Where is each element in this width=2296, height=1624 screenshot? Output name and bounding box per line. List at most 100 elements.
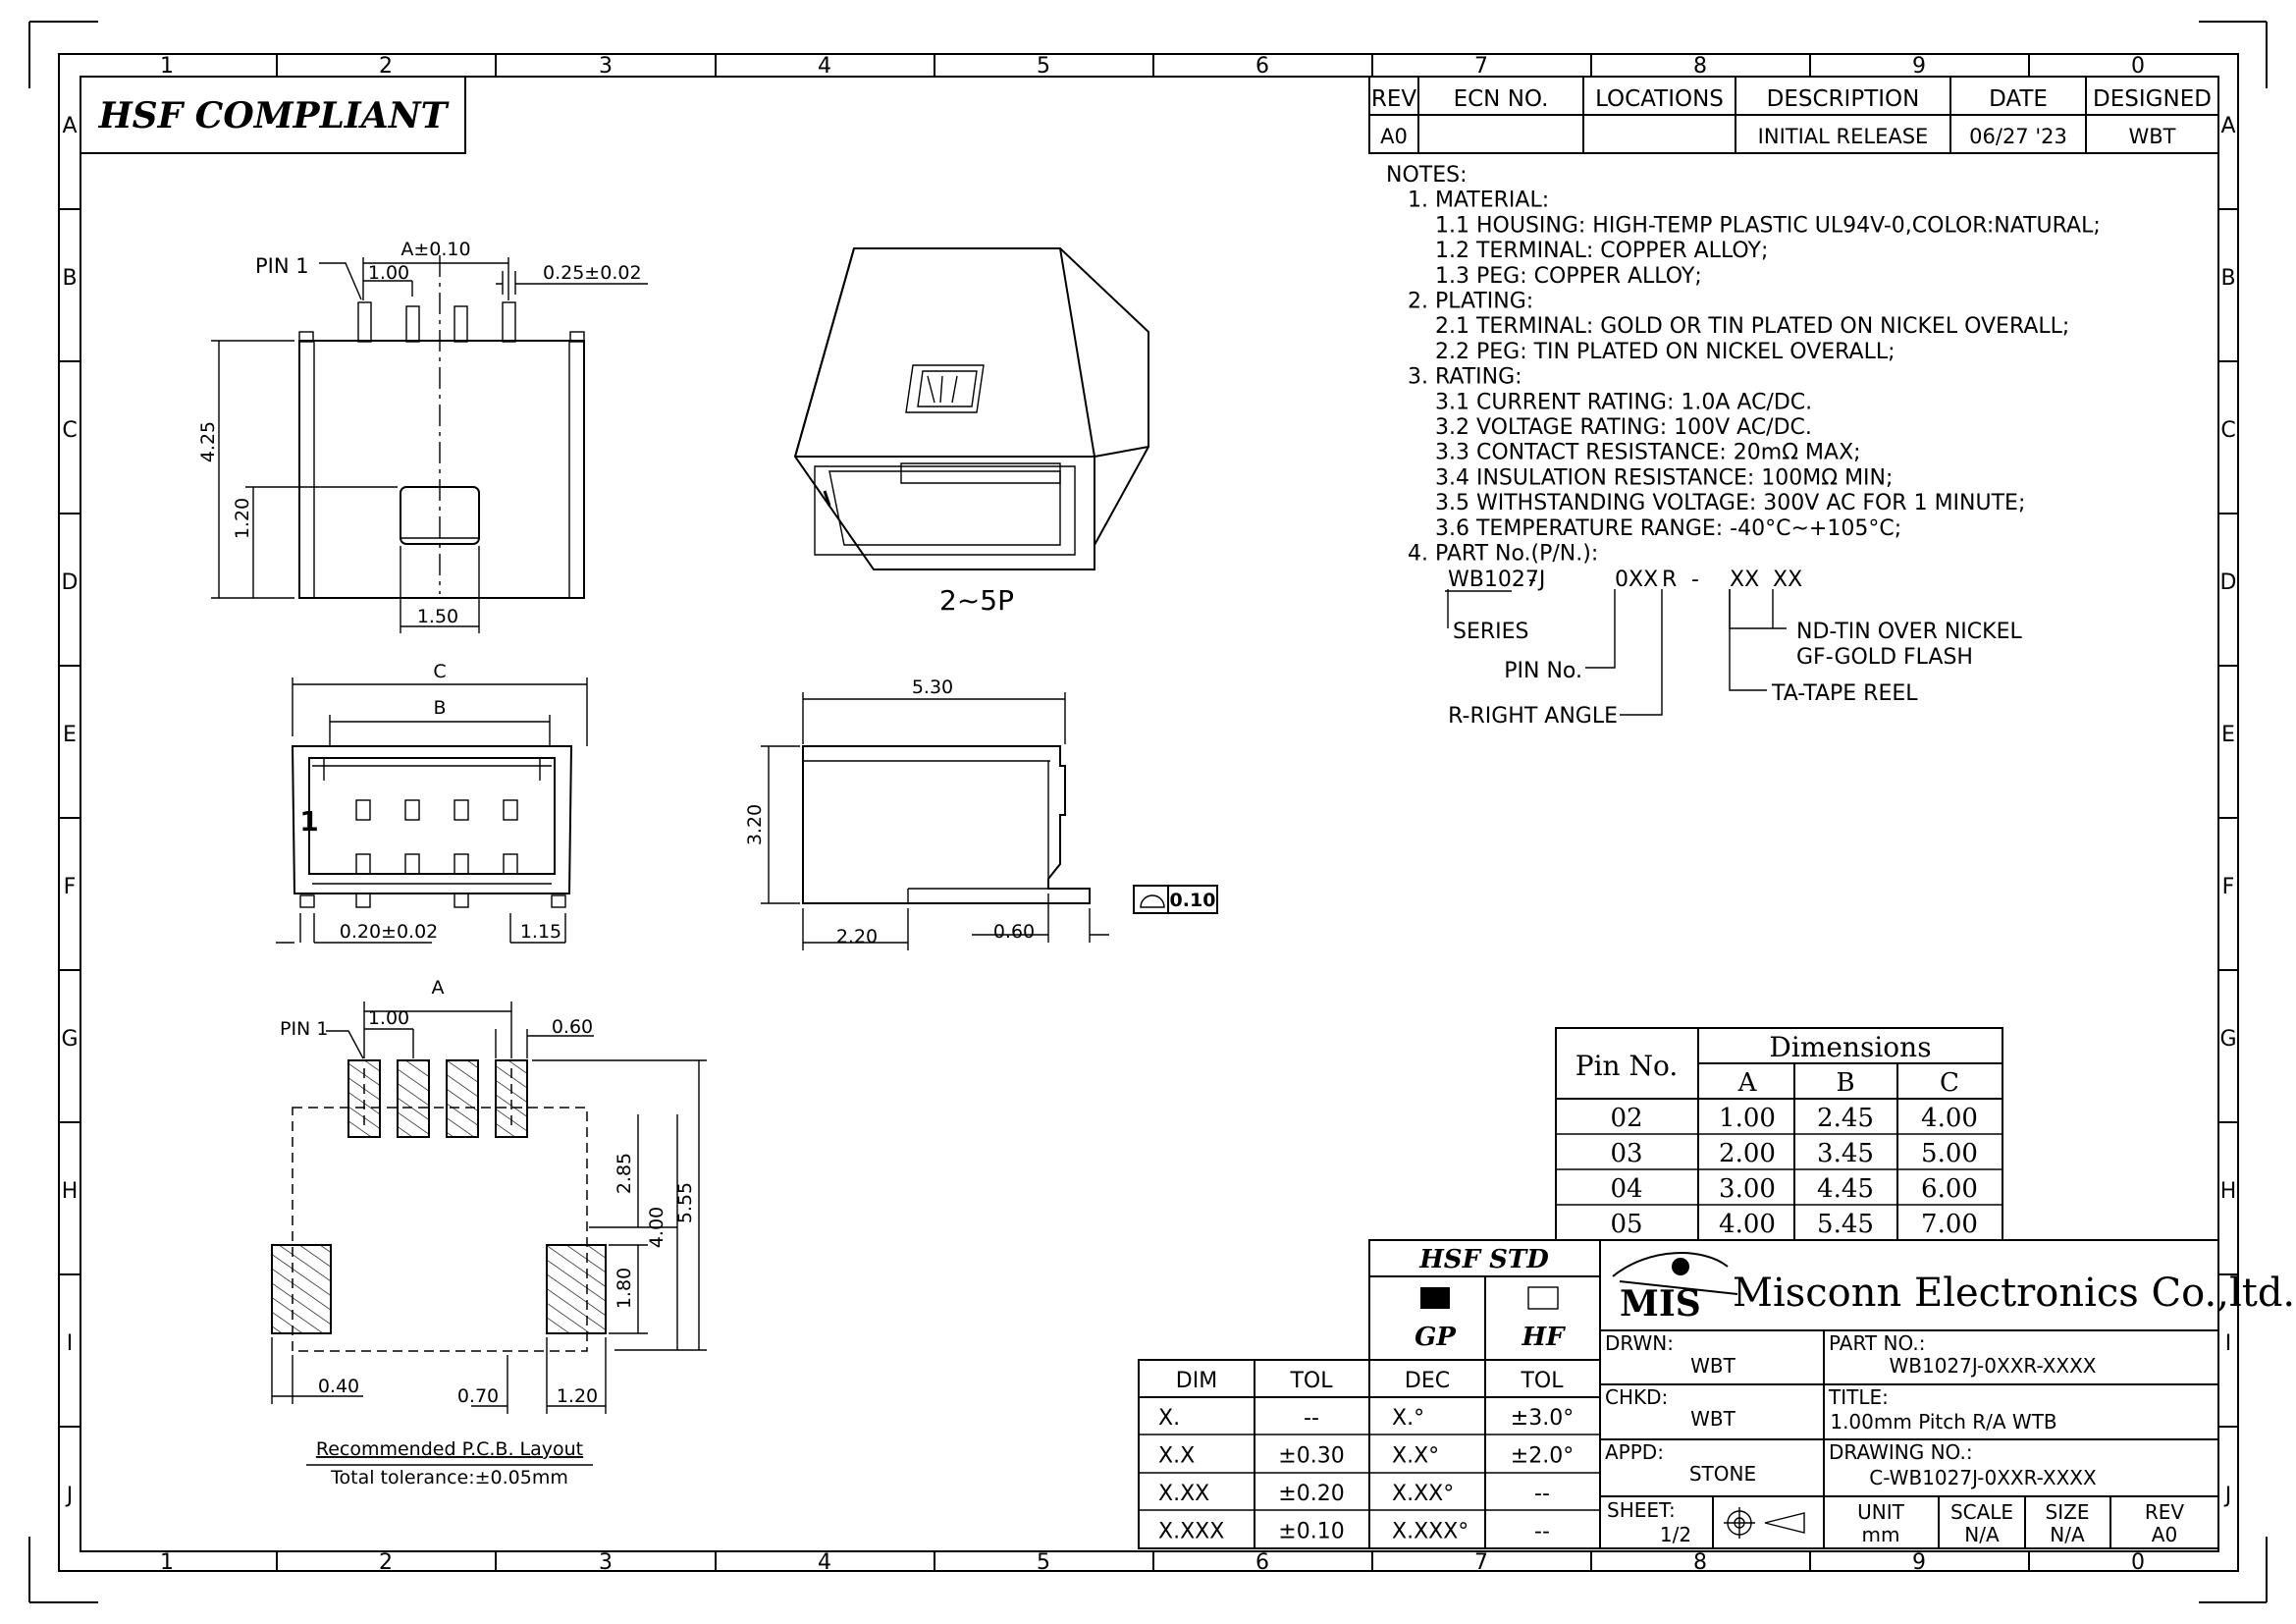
sheet-value: 1/2	[1660, 1523, 1691, 1546]
flatness-value: 0.10	[1170, 890, 1216, 911]
dim-value: 4.00	[1719, 1210, 1776, 1239]
projection-symbol-icon	[1724, 1507, 1805, 1539]
dim-col-header: B	[1836, 1068, 1854, 1098]
rev-label: REV	[2145, 1500, 2185, 1524]
note-line: 3. RATING:	[1408, 365, 1522, 390]
dim-1-20-label: 1.20	[557, 1385, 598, 1407]
dim-value: 2.00	[1719, 1139, 1776, 1168]
part-code-segment: -	[1691, 568, 1699, 592]
company-name: Misconn Electronics Co.,ltd.	[1733, 1271, 2295, 1316]
dim-value: 6.00	[1921, 1174, 1978, 1204]
col-label-top: 3	[599, 54, 613, 79]
row-label-left: C	[62, 418, 77, 443]
appd-label: APPD:	[1605, 1440, 1664, 1464]
pcb-caption: Recommended P.C.B. Layout	[316, 1438, 583, 1460]
tol-dim: X.	[1158, 1406, 1180, 1431]
part-code-segment: 0XX	[1615, 568, 1658, 592]
dim-0-70-label: 0.70	[457, 1385, 499, 1407]
dim-col-header: C	[1940, 1068, 1959, 1098]
hsf-tol: ±3.0°	[1511, 1406, 1574, 1431]
tol-value: ±0.20	[1278, 1482, 1344, 1506]
rev-cell: A0	[1380, 125, 1408, 148]
rev-header: REV	[1371, 86, 1417, 112]
pcb-tolerance: Total tolerance:±0.05mm	[330, 1467, 568, 1489]
col-label-top: 4	[818, 54, 831, 79]
note-line: 4. PART No.(P/N.):	[1408, 542, 1598, 567]
col-label-bottom: 9	[1912, 1550, 1926, 1575]
col-label-bottom: 0	[2131, 1550, 2145, 1575]
col-label-bottom: 6	[1255, 1550, 1269, 1575]
note-line: 2. PLATING:	[1408, 290, 1533, 314]
col-label-top: 6	[1255, 54, 1269, 79]
dim-b-label: B	[433, 697, 446, 719]
size-value: N/A	[2050, 1523, 2085, 1546]
col-label-bottom: 2	[379, 1550, 393, 1575]
dim-base-label: 2.20	[836, 926, 878, 947]
row-label-right: F	[2222, 875, 2235, 899]
dim-0-40-label: 0.40	[318, 1376, 359, 1397]
hsf-tol: ±2.0°	[1511, 1444, 1574, 1469]
rev-cell: 06/27 '23	[1969, 125, 2067, 148]
col-label-bottom: 4	[818, 1550, 831, 1575]
row-label-left: G	[61, 1027, 78, 1052]
dim-pad-width-label: 0.60	[552, 1016, 593, 1038]
row-label-right: J	[2223, 1484, 2232, 1508]
note-line: 1.3 PEG: COPPER ALLOY;	[1435, 264, 1702, 289]
note-line: 3.5 WITHSTANDING VOLTAGE: 300V AC FOR 1 …	[1435, 491, 2025, 515]
hsf-dec: X.°	[1392, 1406, 1424, 1431]
scale-label: SCALE	[1950, 1500, 2013, 1524]
unit-label: UNIT	[1857, 1500, 1904, 1524]
row-label-left: F	[64, 875, 77, 899]
dim-latch-width-label: 1.50	[417, 606, 458, 627]
row-label-right: E	[2221, 723, 2235, 747]
legend-series: SERIES	[1453, 620, 1529, 644]
dim-value: 3.45	[1817, 1139, 1874, 1168]
part-code-segment: WB1027J	[1448, 568, 1545, 592]
top-view: PIN 1 A±0.10 1.00 0.25±0.02 4.25 1.20 1.…	[197, 239, 648, 633]
dim-value: 5.00	[1921, 1139, 1978, 1168]
gp-label: GP	[1415, 1323, 1457, 1352]
note-line: 2.2 PEG: TIN PLATED ON NICKEL OVERALL;	[1435, 340, 1896, 364]
dim-5-55-label: 5.55	[674, 1182, 696, 1223]
dim-pin-width-label: 0.25±0.02	[543, 262, 642, 284]
sheet-label: SHEET:	[1607, 1498, 1676, 1522]
legend-tape: TA-TAPE REEL	[1771, 681, 1918, 706]
row-label-left: I	[67, 1331, 74, 1356]
dim-tail-label: 0.60	[993, 921, 1035, 943]
chkd-label: CHKD:	[1605, 1385, 1668, 1409]
legend-plating-1: ND-TIN OVER NICKEL	[1796, 620, 2022, 644]
title-block: MIS Misconn Electronics Co.,ltd. DRWN: W…	[1599, 1239, 2295, 1549]
side-view: 5.30 3.20 2.20 0.60 0.10	[744, 677, 1218, 950]
tol-header: DIM	[1176, 1369, 1217, 1393]
dim-pin-no: 02	[1610, 1104, 1642, 1133]
note-line: 3.6 TEMPERATURE RANGE: -40°C~+105°C;	[1435, 516, 1901, 541]
note-line: 3.4 INSULATION RESISTANCE: 100MΩ MIN;	[1435, 465, 1893, 490]
note-line: 2.1 TERMINAL: GOLD OR TIN PLATED ON NICK…	[1435, 314, 2069, 339]
company-logo: MIS	[1612, 1252, 1738, 1325]
drawing-no-label: DRAWING NO.:	[1829, 1440, 1973, 1464]
tol-dim: X.XX	[1158, 1482, 1209, 1506]
isometric-view: 2~5P	[793, 247, 1149, 617]
dim-value: 4.00	[1921, 1104, 1978, 1133]
col-label-top: 0	[2131, 54, 2145, 79]
hsf-tol: --	[1534, 1520, 1550, 1544]
rev-header: DESIGNED	[2093, 86, 2212, 112]
hsf-compliant-badge: HSF COMPLIANT	[80, 76, 466, 154]
note-line: 3.3 CONTACT RESISTANCE: 20mΩ MAX;	[1435, 441, 1861, 465]
legend-plating-2: GF-GOLD FLASH	[1796, 645, 1973, 670]
tol-dim: X.XXX	[1158, 1520, 1224, 1544]
rev-value: A0	[2152, 1523, 2177, 1546]
hsf-tol: --	[1534, 1482, 1550, 1506]
rev-cell: WBT	[2129, 125, 2176, 148]
hsf-dec: X.XX°	[1392, 1482, 1454, 1506]
rev-header: DATE	[1989, 86, 2048, 112]
dim-1-80-label: 1.80	[614, 1268, 635, 1309]
iso-caption: 2~5P	[939, 584, 1014, 617]
appd-value: STONE	[1689, 1462, 1756, 1486]
col-label-bottom: 5	[1037, 1550, 1050, 1575]
